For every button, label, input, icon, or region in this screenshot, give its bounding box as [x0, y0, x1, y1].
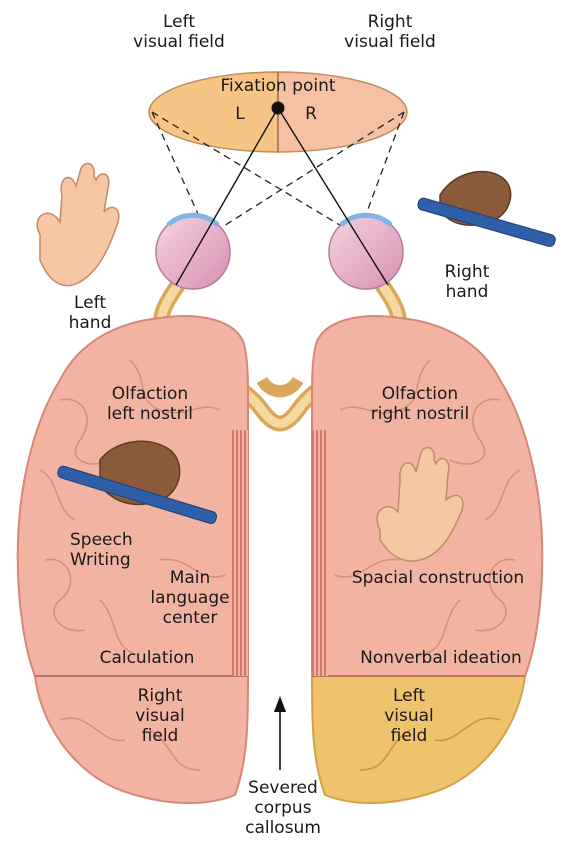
speech-writing-label: Speech Writing: [70, 530, 160, 570]
main-language-center-label: Main language center: [140, 568, 240, 628]
left-eye: [156, 215, 230, 289]
left-visual-field-label: Left visual field: [124, 12, 234, 52]
severed-corpus-callosum-label: Severed corpus callosum: [238, 778, 328, 838]
right-eye: [329, 215, 403, 289]
olfaction-left-nostril-label: Olfaction left nostril: [90, 384, 210, 424]
fixation-point-label: Fixation point: [198, 76, 358, 96]
nonverbal-ideation-label: Nonverbal ideation: [346, 648, 536, 668]
calculation-label: Calculation: [82, 648, 212, 668]
right-hand-writing-icon: [417, 172, 557, 248]
left-hand-icon: [37, 163, 119, 285]
right-occipital-label: Left visual field: [364, 686, 454, 746]
spacial-construction-label: Spacial construction: [338, 568, 538, 588]
corpus-callosum-arrow: [274, 696, 286, 770]
left-hand-label: Left hand: [60, 293, 120, 333]
right-hand-label: Right hand: [432, 262, 502, 302]
left-half-letter: L: [230, 104, 250, 124]
olfaction-right-nostril-label: Olfaction right nostril: [350, 384, 490, 424]
left-occipital-label: Right visual field: [112, 686, 208, 746]
right-visual-field-label: Right visual field: [330, 12, 450, 52]
right-half-letter: R: [301, 104, 321, 124]
